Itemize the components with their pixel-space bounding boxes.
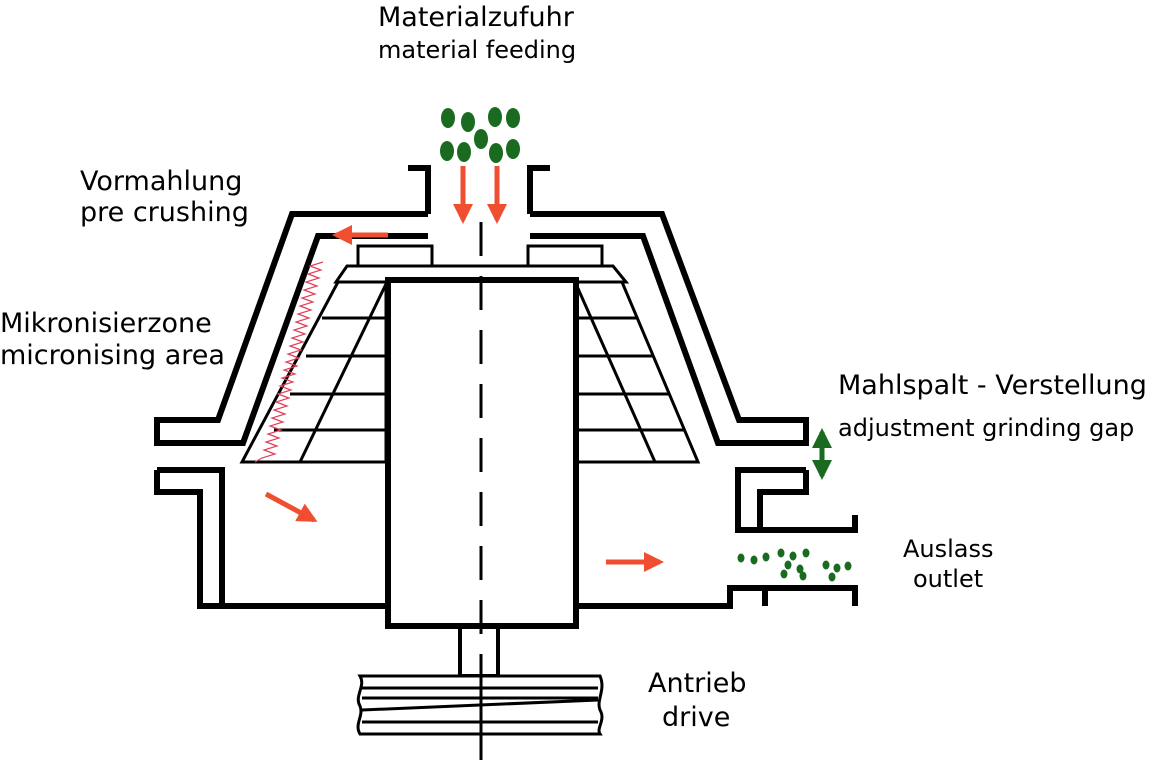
label-micronising-de: Mikronisierzone [0, 308, 212, 339]
micronising-zigzag [254, 261, 324, 463]
down-flow-arrow [264, 491, 318, 523]
left-hood-outer [154, 211, 428, 446]
label-grinding-gap-en: adjustment grinding gap [838, 414, 1135, 442]
rotor-right-cone [570, 280, 701, 464]
label-material-feeding-de: Materialzufuhr [378, 2, 574, 33]
drive-pulley [356, 674, 604, 760]
right-hood-outer [530, 211, 809, 446]
label-drive-en: drive [662, 702, 731, 733]
feed-particles [440, 107, 520, 163]
label-pre-crushing-en: pre crushing [80, 197, 249, 228]
label-pre-crushing-de: Vormahlung [80, 166, 243, 197]
label-drive-de: Antrieb [648, 668, 747, 699]
inlet-pipe [408, 165, 550, 214]
flow-arrows [264, 166, 664, 572]
rotor-cap-right [526, 244, 604, 268]
label-outlet-de: Auslass [903, 535, 994, 563]
rotor [239, 244, 701, 464]
label-material-feeding-en: material feeding [378, 36, 577, 64]
shaft [385, 222, 579, 760]
lower-right-wall [576, 467, 858, 609]
lower-left-wall [154, 467, 388, 609]
rotor-cap-left [356, 244, 434, 268]
label-grinding-gap-de: Mahlspalt - Verstellung [838, 370, 1147, 401]
label-outlet-en: outlet [913, 565, 984, 593]
label-micronising-en: micronising area [0, 340, 225, 371]
outlet-particles [737, 548, 852, 582]
drive-shaft [458, 624, 500, 678]
housing [154, 165, 858, 609]
